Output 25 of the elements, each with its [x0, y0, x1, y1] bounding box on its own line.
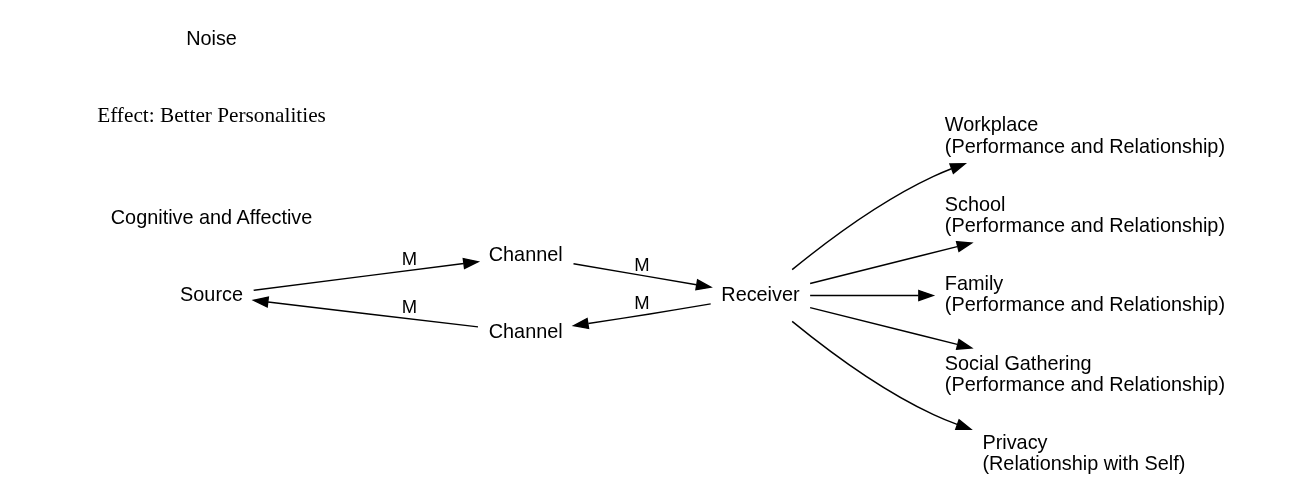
- arrow: [809, 306, 974, 350]
- edge-label: M: [634, 291, 650, 313]
- edge-label: M: [634, 253, 650, 275]
- edge-label: M: [401, 247, 418, 269]
- label: Effect: Better Personalities: [97, 102, 326, 127]
- arrow: [791, 320, 973, 430]
- arrow: [809, 289, 936, 301]
- edge-label: M: [401, 295, 418, 317]
- arrow: [252, 257, 481, 291]
- arrow: [571, 302, 712, 329]
- node-text: Family (Performance and Relationship): [944, 271, 1226, 315]
- arrow: [251, 295, 479, 328]
- node-text: Channel: [488, 319, 563, 342]
- node-text: Workplace (Performance and Relationship): [944, 112, 1226, 157]
- arrow: [791, 162, 967, 270]
- label: Cognitive and Affective: [110, 205, 313, 228]
- arrow: [809, 240, 974, 284]
- node-text: Source: [180, 282, 243, 305]
- node-text: School (Performance and Relationship): [944, 192, 1226, 236]
- node-text: Privacy (Relationship with Self): [982, 430, 1186, 474]
- node-text: Receiver: [721, 282, 800, 305]
- node-text: Channel: [488, 242, 563, 265]
- node-text: Social Gathering (Performance and Relationship): [944, 351, 1226, 395]
- arrow: [572, 262, 713, 291]
- label: Noise: [186, 26, 237, 49]
